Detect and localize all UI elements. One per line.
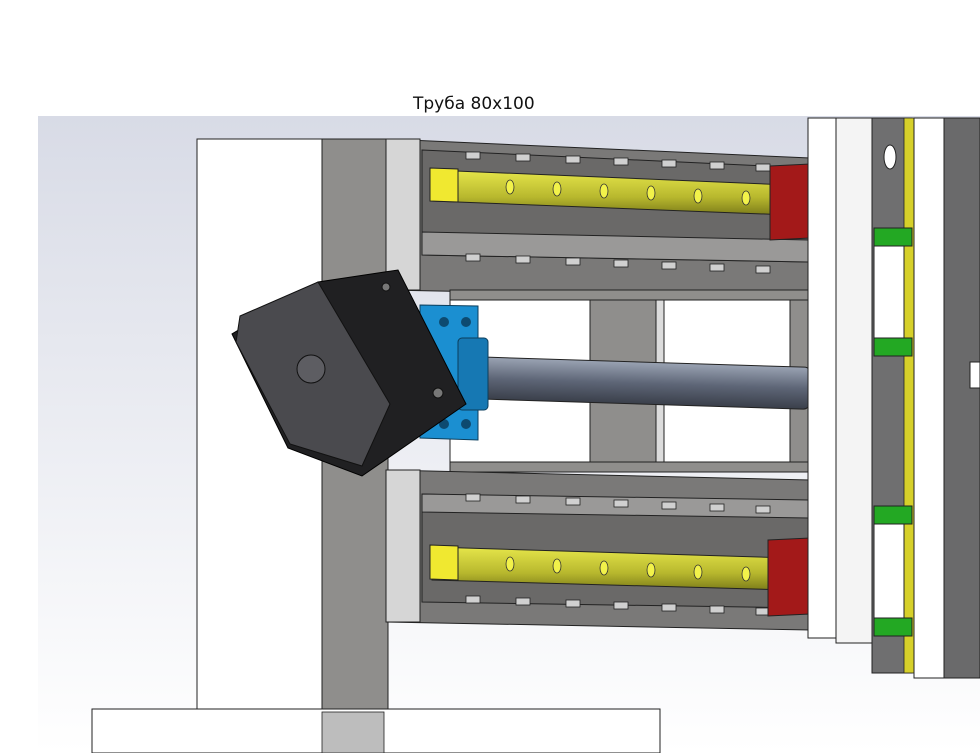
upper-rail-teeth	[465, 151, 771, 274]
upper-tube	[385, 138, 811, 299]
upper-linear-guide-rail-icon	[429, 167, 791, 216]
stepper-motor-icon	[231, 269, 467, 477]
lower-carriage-block-icon	[767, 537, 811, 617]
lower-rail-holes	[505, 556, 751, 582]
lower-tube	[385, 469, 811, 631]
tube-annotation-label: Труба 80x100	[413, 94, 535, 114]
upper-carriage-block-icon	[769, 163, 811, 241]
right-plate-face	[835, 117, 873, 644]
right-carriage-blocks	[873, 227, 913, 637]
upper-rail-holes	[505, 179, 751, 206]
base-plate-post	[321, 711, 385, 753]
right-plate	[807, 117, 839, 639]
lower-rail-teeth	[465, 493, 771, 616]
